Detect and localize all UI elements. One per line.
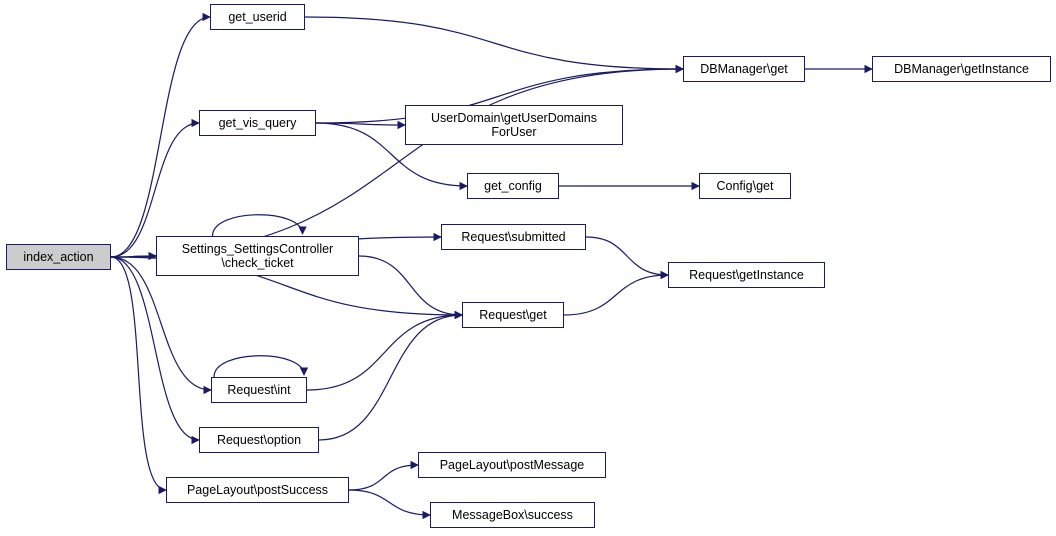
graph-node-postsuccess[interactable]: PageLayout\postSuccess bbox=[166, 477, 349, 503]
edge-postsuccess-to-messagebox bbox=[348, 489, 431, 520]
graph-node-userdomain[interactable]: UserDomain\getUserDomains ForUser bbox=[405, 105, 623, 145]
graph-node-label: PageLayout\postSuccess bbox=[186, 482, 329, 497]
graph-node-label: Request\option bbox=[216, 432, 302, 447]
graph-node-request-get[interactable]: Request\get bbox=[462, 302, 564, 328]
graph-node-get-userid[interactable]: get_userid bbox=[210, 4, 305, 30]
graph-node-messagebox[interactable]: MessageBox\success bbox=[430, 502, 595, 528]
graph-node-label: DBManager\getInstance bbox=[894, 61, 1029, 76]
edge-index-action-to-request-int bbox=[110, 256, 212, 395]
edge-postsuccess-to-postmessage bbox=[348, 460, 419, 491]
graph-node-label: get_config bbox=[484, 178, 542, 193]
graph-node-dbmanager-instance[interactable]: DBManager\getInstance bbox=[872, 56, 1051, 82]
edge-index-action-to-get-vis-query bbox=[110, 118, 200, 258]
edge-request-int-to-request-get bbox=[306, 310, 463, 391]
graph-node-label: get_vis_query bbox=[218, 115, 297, 130]
edge-check-ticket-to-request-get bbox=[358, 255, 463, 320]
edge-check-ticket-to-check-ticket bbox=[211, 214, 307, 237]
graph-node-request-submitted[interactable]: Request\submitted bbox=[441, 224, 586, 250]
edge-request-submitted-to-request-instance bbox=[585, 236, 669, 280]
graph-node-config-get[interactable]: Config\get bbox=[699, 173, 791, 199]
graph-node-label: index_action bbox=[23, 249, 94, 264]
graph-node-label: get_userid bbox=[228, 9, 287, 24]
graph-node-label: Request\getInstance bbox=[689, 267, 804, 282]
edge-get-vis-query-to-get-config bbox=[315, 122, 468, 191]
graph-node-index-action[interactable]: index_action bbox=[6, 244, 111, 270]
graph-node-request-instance[interactable]: Request\getInstance bbox=[668, 262, 825, 288]
edge-request-option-to-request-get bbox=[318, 310, 463, 441]
graph-node-check-ticket[interactable]: Settings_SettingsController \check_ticke… bbox=[156, 236, 359, 276]
graph-node-label: MessageBox\success bbox=[452, 507, 573, 522]
graph-node-request-int[interactable]: Request\int bbox=[211, 377, 307, 403]
edge-index-action-to-request-option bbox=[110, 256, 200, 445]
graph-node-request-option[interactable]: Request\option bbox=[199, 427, 319, 453]
edge-request-int-to-request-int bbox=[213, 355, 309, 378]
graph-node-label: Settings_SettingsController \check_ticke… bbox=[181, 241, 334, 270]
graph-node-label: DBManager\get bbox=[700, 61, 788, 76]
graph-node-label: PageLayout\postMessage bbox=[439, 457, 585, 472]
graph-node-label: Request\get bbox=[479, 307, 547, 322]
graph-node-label: Request\submitted bbox=[461, 229, 566, 244]
graph-node-get-vis-query[interactable]: get_vis_query bbox=[199, 110, 316, 136]
graph-node-postmessage[interactable]: PageLayout\postMessage bbox=[418, 452, 606, 478]
graph-node-dbmanager-get[interactable]: DBManager\get bbox=[683, 56, 805, 82]
edge-index-action-to-postsuccess bbox=[110, 256, 167, 495]
graph-node-label: Request\int bbox=[227, 382, 291, 397]
edge-index-action-to-get-userid bbox=[110, 12, 211, 258]
graph-node-get-config[interactable]: get_config bbox=[467, 173, 559, 199]
edge-request-get-to-request-instance bbox=[563, 270, 669, 316]
graph-node-label: Config\get bbox=[716, 178, 774, 193]
edge-get-userid-to-dbmanager-get bbox=[304, 16, 684, 74]
graph-node-label: UserDomain\getUserDomains ForUser bbox=[430, 110, 598, 139]
edge-index-action-to-dbmanager-get bbox=[110, 64, 684, 258]
edge-get-vis-query-to-dbmanager-get bbox=[315, 64, 684, 124]
